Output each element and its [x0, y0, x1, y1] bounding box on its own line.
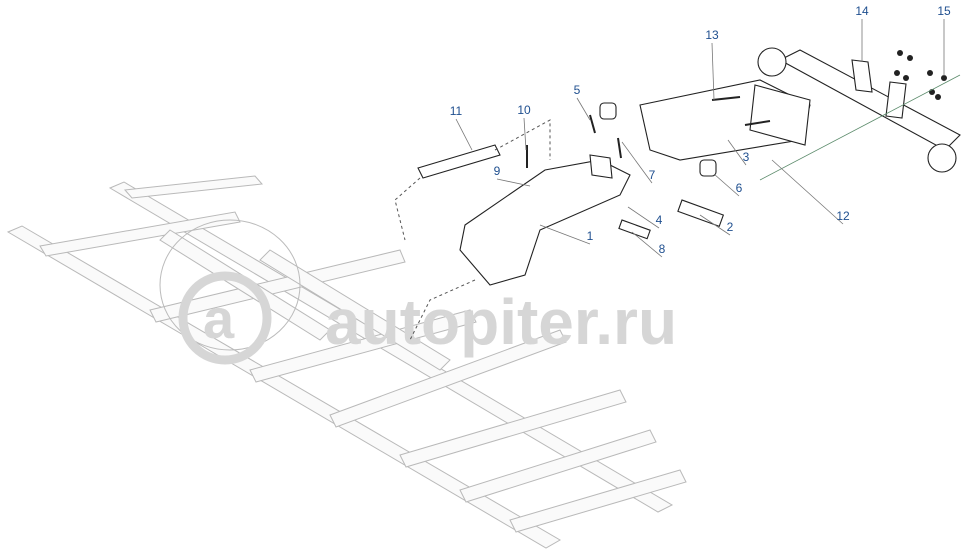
callout-label-15: 15 — [937, 4, 951, 18]
callout-label-11: 11 — [450, 104, 463, 118]
watermark: a autopiter.ru — [178, 271, 677, 365]
callout-leader-line — [727, 139, 747, 166]
callout-leader-line — [523, 117, 527, 151]
callout-leader-line — [496, 178, 531, 187]
callout-label-10: 10 — [517, 103, 531, 117]
callout-label-4: 4 — [656, 213, 663, 227]
callout-label-13: 13 — [705, 28, 719, 42]
callout-label-6: 6 — [736, 181, 743, 195]
callout-leader-line — [699, 214, 731, 236]
bracket-arm — [459, 154, 631, 286]
callout-label-8: 8 — [659, 242, 666, 256]
callout-leader-line — [771, 159, 844, 225]
callout-label-1: 1 — [587, 229, 594, 243]
callout-label-12: 12 — [836, 209, 850, 223]
dashed-guides — [394, 119, 551, 341]
chassis-frame — [6, 175, 687, 549]
callout-label-7: 7 — [649, 168, 656, 182]
watermark-text: autopiter.ru — [325, 286, 677, 358]
callout-leader-line — [455, 118, 473, 151]
callout-leader-line — [711, 42, 715, 101]
callout-label-14: 14 — [855, 4, 869, 18]
watermark-logo: a — [203, 287, 235, 350]
callout-leader-line — [576, 97, 591, 121]
callout-leader-line — [627, 206, 660, 229]
callout-leader-line — [713, 173, 740, 197]
callout-leader-line — [631, 231, 663, 258]
callout-label-9: 9 — [494, 164, 501, 178]
callout-label-5: 5 — [574, 83, 581, 97]
callout-label-2: 2 — [727, 220, 734, 234]
callout-label-3: 3 — [743, 150, 750, 164]
callout-leader-line — [539, 224, 591, 245]
small-parts — [417, 96, 771, 240]
trailing-arm — [639, 79, 811, 161]
callout-leader-line — [621, 141, 653, 184]
axle-assembly — [757, 47, 961, 181]
